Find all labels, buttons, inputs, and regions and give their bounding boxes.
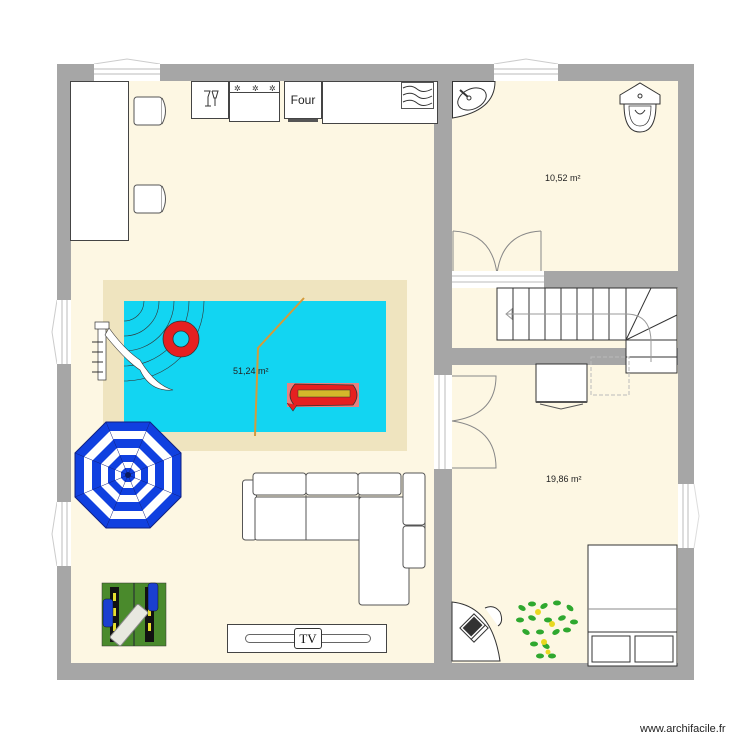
oven[interactable]: Four [284, 81, 322, 119]
bedroom-door[interactable] [434, 375, 500, 471]
sofa-icon[interactable] [242, 472, 428, 606]
cooktop-burners-icon: ✲ ✲ ✲ [234, 84, 276, 93]
svg-text:✲: ✲ [252, 84, 259, 93]
staircase-icon[interactable] [496, 287, 682, 375]
interior-wall-bedroom [452, 348, 678, 365]
window-right-bedroom[interactable] [678, 483, 700, 549]
oven-door [288, 119, 318, 122]
window-top-right[interactable] [493, 58, 559, 81]
corner-sink-icon[interactable] [452, 81, 496, 119]
toilet-icon[interactable] [619, 82, 661, 134]
kitchen-sink-icon [401, 82, 434, 109]
bathroom-double-door[interactable] [452, 228, 544, 288]
glass-cabinet[interactable] [191, 81, 229, 119]
tv-stand[interactable]: TV [227, 624, 387, 653]
interior-wall-vertical [434, 64, 452, 680]
svg-text:✲: ✲ [234, 84, 241, 93]
window-left-lower[interactable] [51, 501, 71, 567]
toy-track-icon[interactable] [96, 575, 168, 649]
umbrella-icon[interactable] [73, 421, 183, 529]
plant-icon[interactable] [512, 598, 580, 662]
watermark[interactable]: www.archifacile.fr [640, 723, 726, 735]
pool-rope-icon [254, 297, 305, 437]
desk-placeholder [590, 356, 630, 396]
round-desk-icon[interactable] [451, 598, 532, 662]
bathroom-area: 10,52 m² [545, 173, 581, 183]
laptop-icon [459, 613, 489, 643]
tv-screen: TV [294, 628, 322, 649]
inflatable-boat-icon[interactable] [283, 381, 363, 413]
bar-stool-1[interactable] [133, 96, 169, 126]
outer-wall-left [57, 64, 71, 680]
bedroom-area: 19,86 m² [546, 474, 582, 484]
outer-wall-bottom [57, 663, 694, 680]
bed-icon[interactable] [587, 544, 679, 668]
bar-stool-2[interactable] [133, 184, 169, 214]
cooktop[interactable]: ✲ ✲ ✲ [229, 81, 280, 122]
kitchen-island[interactable] [70, 81, 129, 241]
window-top-left[interactable] [93, 58, 161, 81]
living-room-area: 51,24 m² [233, 366, 269, 376]
pool-slide-icon[interactable] [92, 320, 180, 400]
wine-glass-icon [204, 90, 219, 107]
desk-icon[interactable] [535, 363, 589, 411]
window-left-upper[interactable] [51, 299, 71, 365]
swim-ring-icon[interactable] [162, 320, 202, 360]
oven-label: Four [290, 93, 316, 107]
tv-label: TV [299, 630, 317, 646]
svg-text:✲: ✲ [269, 84, 276, 93]
kitchen-counter-right[interactable] [322, 81, 438, 124]
